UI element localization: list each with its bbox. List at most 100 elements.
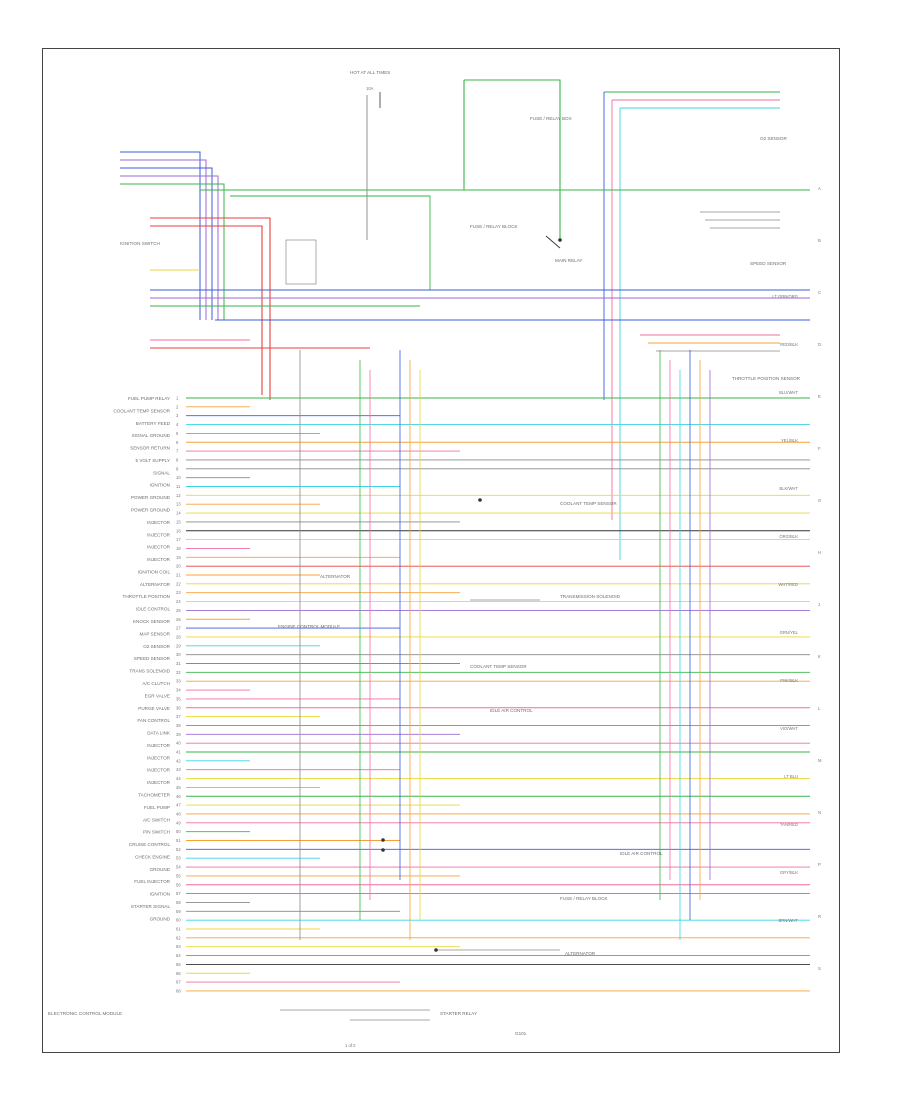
- wire-color-label: GRY/BLK: [780, 870, 798, 875]
- connector-pin-label: M: [818, 758, 822, 763]
- connector-pin-label: G: [818, 498, 821, 503]
- ecm-pin-number: 40: [176, 741, 181, 746]
- wire-color-label: VIO/WHT: [780, 726, 798, 731]
- ecm-function-label: IGNITION COIL: [138, 569, 171, 574]
- ecm-function-label: SPEED SENSOR: [134, 656, 171, 661]
- wire-color-label: BRN/WHT: [778, 918, 798, 923]
- wire-color-label: WHT/RED: [778, 582, 798, 587]
- green-branch: [230, 195, 431, 290]
- ecm-pin-number: 35: [176, 696, 181, 701]
- ecm-function-label: BATTERY FEED: [136, 421, 171, 426]
- ecm-pin-number: 18: [176, 546, 181, 551]
- ecm-function-label: DATA LINK: [147, 731, 171, 736]
- ignition-switch-label: IGNITION SWITCH: [120, 241, 160, 246]
- ecm-pin-number: 8: [176, 457, 179, 462]
- ecm-function-label: A/C SWITCH: [143, 817, 170, 822]
- ecm-pin-number: 24: [176, 599, 181, 604]
- alt-splice: [434, 948, 438, 952]
- ecm-pin-number: 36: [176, 705, 181, 710]
- ecm-pin-number: 13: [176, 502, 181, 507]
- ecm-function-label: INJECTOR: [147, 780, 171, 785]
- ecm-pin-number: 46: [176, 794, 181, 799]
- ecm-pin-number: 4: [176, 422, 179, 427]
- ecm-pin-number: 10: [176, 475, 181, 480]
- ecm-pin-number: 7: [176, 449, 179, 454]
- ecm-pin-number: 63: [176, 944, 181, 949]
- ecm-function-label: MAP SENSOR: [139, 631, 170, 636]
- ecm-pin-number: 58: [176, 900, 181, 905]
- wire-color-label: GRN/YEL: [780, 630, 799, 635]
- ecm-function-label: P/N SWITCH: [143, 830, 170, 835]
- wire-color-label: RED/BLK: [780, 342, 798, 347]
- ecm-pin-number: 12: [176, 493, 181, 498]
- ecm-function-label: SIGNAL: [153, 470, 170, 475]
- ecm-function-label: FUEL PUMP RELAY: [128, 396, 170, 401]
- coolant-sensor-label: COOLANT TEMP SENSOR: [560, 501, 617, 506]
- connector-pin-label: P: [818, 862, 821, 867]
- ecm-pin-number: 54: [176, 865, 181, 870]
- main-relay-label: MAIN RELAY: [555, 258, 582, 263]
- ecm-label: ENGINE CONTROL MODULE: [278, 624, 340, 629]
- ecm-function-label: INJECTOR: [147, 755, 171, 760]
- ecm-pin-number: 1: [176, 396, 179, 401]
- ecm-pin-number: 60: [176, 918, 181, 923]
- red-feed-a: [150, 217, 271, 400]
- ecm-pin-number: 38: [176, 723, 181, 728]
- switch-wire-2: [120, 167, 213, 320]
- ecm-pin-number: 59: [176, 909, 181, 914]
- ecm-pin-number: 47: [176, 803, 181, 808]
- ecm-pin-number: 14: [176, 511, 181, 516]
- ecm-pin-number: 29: [176, 643, 181, 648]
- ecm-pin-number: 65: [176, 962, 181, 967]
- ecm-function-label: IGNITION: [150, 892, 170, 897]
- wire-color-label: ORG/BLK: [779, 534, 798, 539]
- alternator-label: ALTERNATOR: [320, 574, 351, 579]
- wire-color-label: LT GRN/ORG: [772, 294, 798, 299]
- ecm-pin-number: 30: [176, 652, 181, 657]
- ecm-function-label: A/C CLUTCH: [142, 681, 170, 686]
- switch-wire-3: [120, 175, 219, 320]
- ecm-function-label: FAN CONTROL: [137, 718, 170, 723]
- ecm-pin-number: 25: [176, 608, 181, 613]
- ecm-pin-number: 6: [176, 440, 179, 445]
- connector-pin-label: B: [818, 238, 821, 243]
- connector-pin-label: R: [818, 914, 821, 919]
- ecm-pin-number: 3: [176, 413, 179, 418]
- ecm-function-label: KNOCK SENSOR: [133, 619, 171, 624]
- coolant-sensor-2-label: COOLANT TEMP SENSOR: [470, 664, 527, 669]
- ecm-function-label: EGR VALVE: [145, 693, 170, 698]
- ecm-pin-number: 11: [176, 484, 181, 489]
- ecm-function-label: COOLANT TEMP SENSOR: [113, 408, 170, 413]
- ecm-pin-number: 42: [176, 758, 181, 763]
- wire-color-label: YEL/BLK: [781, 438, 798, 443]
- o2-sensor-label: O2 SENSOR: [760, 136, 787, 141]
- connector-pin-label: C: [818, 290, 821, 295]
- connector-pin-label: L: [818, 706, 821, 711]
- ecm-pin-number: 27: [176, 626, 181, 631]
- connector-pin-label: D: [818, 342, 821, 347]
- fuse-rating: 10A: [366, 86, 374, 91]
- ecm-pin-number: 44: [176, 776, 181, 781]
- ecm-function-label: PURGE VALVE: [138, 706, 170, 711]
- connector-pin-label: H: [818, 550, 821, 555]
- ecm-function-label: TACHOMETER: [138, 792, 170, 797]
- starter-label: STARTER RELAY: [440, 1011, 477, 1016]
- ecm-function-label: THROTTLE POSITION: [123, 594, 170, 599]
- ecm-pin-number: 53: [176, 856, 181, 861]
- connector-pin-label: N: [818, 810, 821, 815]
- fuse-label: HOT AT ALL TIMES: [350, 70, 390, 75]
- ecm-function-label: STARTER SIGNAL: [131, 904, 171, 909]
- switch-wire-1: [120, 159, 207, 320]
- relay-box: [285, 239, 317, 285]
- ecm-function-label: ALTERNATOR: [140, 582, 171, 587]
- diagram-frame: [42, 48, 840, 1053]
- ground-splice-a: [381, 838, 385, 842]
- ecm-pin-number: 51: [176, 838, 181, 843]
- ecm-function-label: INJECTOR: [147, 545, 171, 550]
- ecm-function-label: INJECTOR: [147, 520, 171, 525]
- ecm-function-label: IDLE CONTROL: [136, 607, 170, 612]
- relay-block-label: FUSE / RELAY BLOCK: [470, 224, 519, 229]
- ecm-pin-number: 31: [176, 661, 181, 666]
- ecm-function-label: IGNITION: [150, 483, 170, 488]
- idle-control-label: IDLE AIR CONTROL: [490, 708, 533, 713]
